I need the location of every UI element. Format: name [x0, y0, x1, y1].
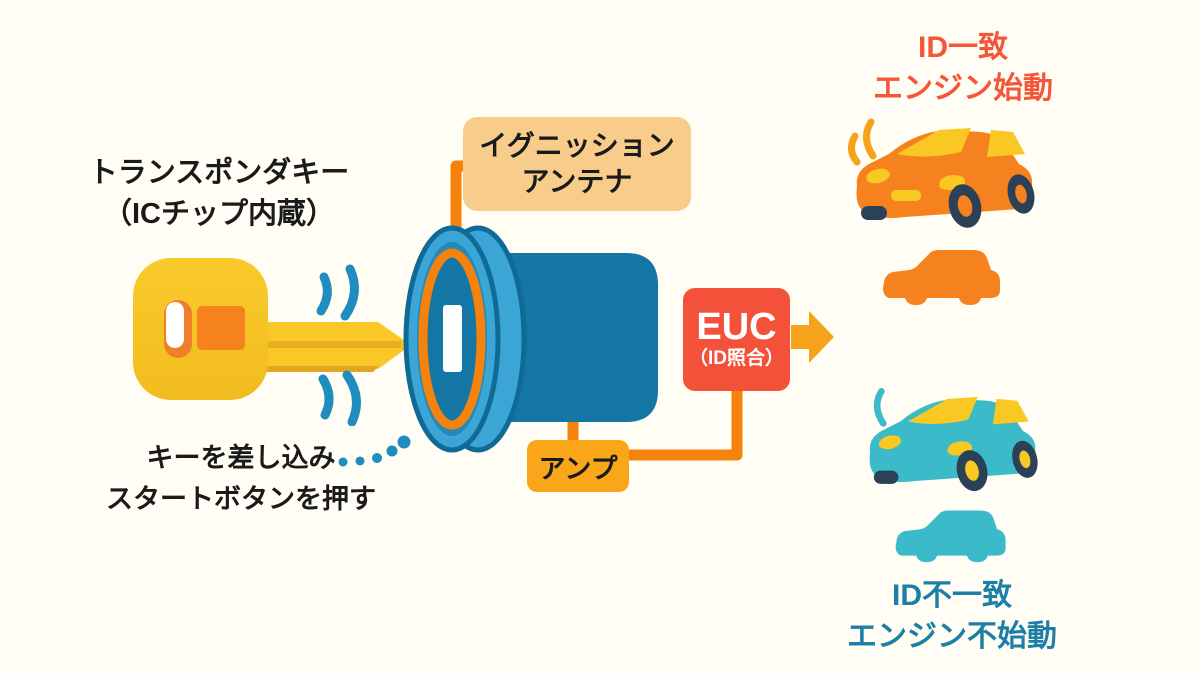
ignition-antenna-label: イグニッション アンテナ [463, 117, 691, 211]
car-front-matched-icon [848, 118, 1035, 228]
car-signal-icon [873, 388, 887, 427]
transponder-key-title: トランスポンダキー （ICチップ内蔵） [58, 153, 380, 235]
key-caption: キーを差し込み スタートボタンを押す [93, 438, 389, 519]
key-caption-line2: スタートボタンを押す [106, 483, 376, 514]
radio-waves-icon [316, 264, 361, 426]
id-match-label: ID一致 エンジン始動 [840, 28, 1086, 109]
car-signal-icon [848, 118, 877, 166]
key-slot-icon [443, 305, 462, 372]
car-side-unmatched-icon [895, 510, 1006, 563]
id-match-line1: ID一致 [918, 31, 1008, 64]
transponder-key-title-line2: （ICチップ内蔵） [102, 198, 335, 231]
id-match-line2: エンジン始動 [873, 71, 1053, 105]
id-mismatch-line1: ID不一致 [892, 579, 1012, 612]
ic-chip-icon [197, 306, 245, 350]
signal-dots-icon [338, 435, 411, 467]
amp-label: アンプ [527, 440, 629, 492]
ignition-antenna-line1: イグニッション [479, 129, 675, 161]
id-mismatch-label: ID不一致 エンジン不始動 [828, 576, 1076, 657]
amp-label-text: アンプ [538, 453, 618, 484]
key-caption-line1: キーを差し込み [146, 443, 336, 473]
ecu-subtitle: （ID照合） [688, 348, 784, 370]
car-front-unmatched-icon [869, 388, 1038, 492]
ignition-antenna-line2: アンテナ [521, 166, 633, 197]
ecu-title: EUC [696, 306, 777, 349]
flow-arrow-icon [791, 311, 834, 363]
key-icon [133, 258, 411, 426]
car-side-matched-icon [883, 250, 1000, 305]
ignition-cylinder-icon [403, 225, 658, 453]
id-mismatch-line2: エンジン不始動 [847, 619, 1057, 653]
ecu-box: EUC （ID照合） [683, 288, 790, 391]
transponder-key-title-line1: トランスポンダキー [88, 157, 350, 189]
